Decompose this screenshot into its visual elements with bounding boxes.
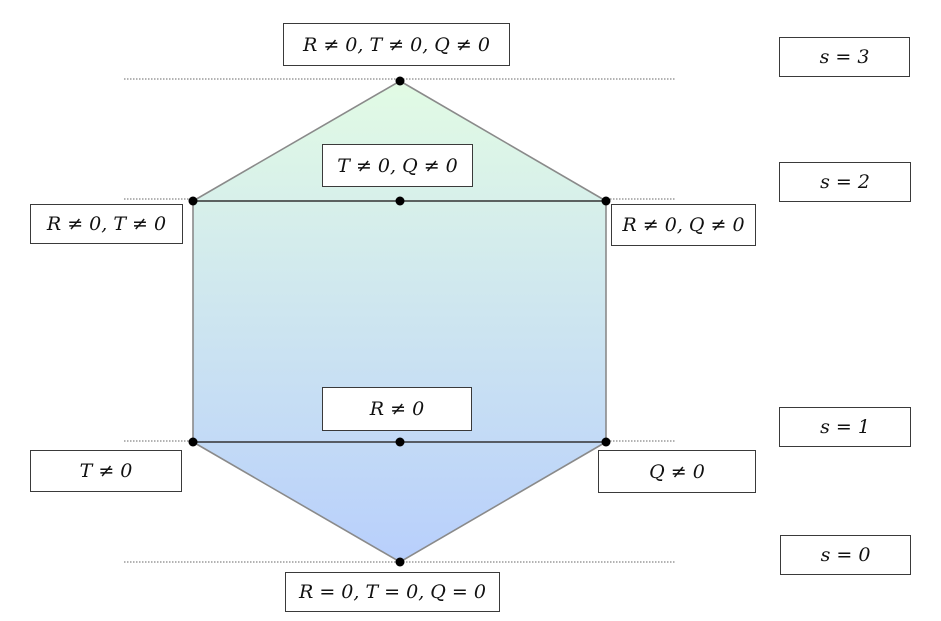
label-lower-left-vertex: T ≠ 0 (30, 450, 182, 492)
label-upper-edge-center: T ≠ 0, Q ≠ 0 (322, 144, 473, 187)
level-label-s3: s = 3 (779, 37, 910, 77)
vertex-upper-left (188, 196, 198, 206)
vertex-lower-right (601, 437, 611, 447)
label-lower-right-vertex: Q ≠ 0 (598, 450, 756, 493)
vertex-lower-left (188, 437, 198, 447)
vertex-upper-center (395, 196, 405, 206)
vertex-top (395, 76, 405, 86)
label-upper-right-vertex: R ≠ 0, Q ≠ 0 (611, 204, 756, 246)
label-top-vertex: R ≠ 0, T ≠ 0, Q ≠ 0 (283, 23, 510, 66)
level-label-s0: s = 0 (780, 535, 911, 575)
vertex-lower-center (395, 437, 405, 447)
label-upper-left-vertex: R ≠ 0, T ≠ 0 (30, 204, 183, 244)
level-label-s1: s = 1 (779, 407, 911, 447)
label-bottom-vertex: R = 0, T = 0, Q = 0 (285, 572, 500, 612)
level-label-s2: s = 2 (779, 162, 911, 202)
vertex-upper-right (601, 196, 611, 206)
label-lower-edge-center: R ≠ 0 (322, 387, 472, 431)
vertex-bottom (395, 557, 405, 567)
